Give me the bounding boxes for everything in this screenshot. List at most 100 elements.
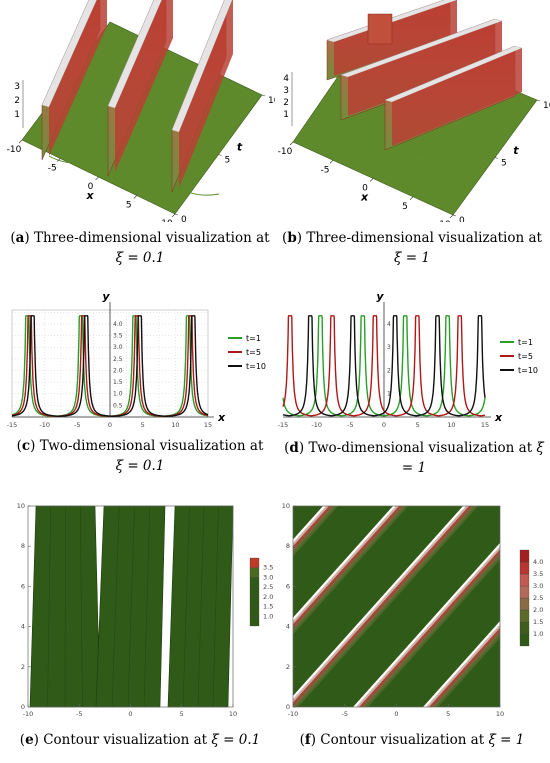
surface-ridge-top (171, 0, 233, 133)
surface-ridge-face (334, 0, 457, 76)
legend-label: t=1 (518, 338, 533, 347)
x-tick-label: -10 (288, 710, 299, 718)
y-tick-label: 6 (286, 582, 290, 590)
y-tick-label: 4.0 (113, 321, 123, 328)
colorbar-swatch (519, 609, 530, 623)
y-tick-label: 2.0 (113, 367, 123, 374)
legend-label: t=10 (246, 362, 266, 371)
colorbar-swatch (249, 567, 260, 578)
y-tick-label: 0.5 (113, 402, 123, 409)
caption-d: (d) Two-dimensional visualization at ξ =… (284, 440, 544, 476)
caption-e-text: Contour visualization at (43, 732, 208, 748)
surface-ridge-face (115, 0, 173, 172)
t-tick-label: 5 (225, 156, 231, 166)
x-tick (57, 158, 61, 162)
surface-valley (48, 155, 90, 164)
z-tick-label: 3 (14, 82, 20, 92)
x-tick-label: -15 (7, 421, 18, 429)
surface-valley (114, 171, 156, 180)
colorbar-tick-label: 2.5 (263, 583, 273, 591)
y-tick-label: 1.5 (113, 379, 123, 386)
contour-line (127, 505, 135, 708)
colorbar-tick-label: 2.0 (533, 606, 543, 614)
t-tick (536, 99, 541, 102)
series-line-t=10 (12, 315, 209, 417)
colorbar-tick-label: 3.5 (533, 570, 543, 578)
t-tick (261, 94, 266, 97)
x-tick-label: -10 (278, 147, 293, 157)
legend-label: t=10 (518, 366, 538, 375)
contour-band (365, 556, 500, 707)
y-tick-label: 4 (387, 321, 391, 328)
x-tick (449, 214, 454, 219)
caption-b-text: Three-dimensional visualization at (306, 230, 542, 246)
contour-band (295, 506, 479, 707)
contour-line (80, 505, 83, 708)
colorbar-tick-label: 3.0 (533, 582, 543, 590)
x-tick (95, 176, 99, 181)
colorbar-swatch (249, 596, 260, 607)
x-tick-label: 5 (416, 421, 420, 429)
caption-c-tag: c (21, 438, 31, 454)
surface-ridge-back (367, 13, 393, 45)
surface-ridge-face (49, 0, 107, 156)
x-tick-label: 0 (108, 421, 112, 429)
y-tick-label: 10 (282, 502, 290, 510)
caption-f-tag: f (304, 732, 311, 748)
y-tick-label: 3.5 (113, 333, 123, 340)
colorbar-swatch (249, 616, 260, 627)
x-tick-label: 0 (382, 421, 386, 429)
t-tick-label: 5 (501, 159, 507, 169)
x-tick-label: -10 (23, 710, 34, 718)
colorbar-tick-label: 1.5 (533, 618, 543, 626)
caption-c-text: Two-dimensional visualization at (39, 438, 264, 454)
colorbar-swatch (519, 597, 530, 611)
colorbar-swatch (519, 561, 530, 575)
contour-line (212, 505, 219, 708)
contour-band (426, 624, 500, 707)
y-tick-label: 0 (286, 703, 290, 711)
x-tick-label: -10 (39, 421, 50, 429)
t-tick-label: 10 (268, 96, 275, 106)
t-tick-label: 0 (459, 216, 465, 222)
legend-label: t=1 (246, 334, 261, 343)
x-tick-label: 0 (88, 182, 94, 192)
x-tick-label: 10 (439, 220, 451, 222)
x-tick (289, 141, 294, 146)
colorbar-tick-label: 2.0 (263, 593, 273, 601)
surface-valley (347, 115, 389, 124)
t-tick (174, 213, 179, 216)
caption-c-math: ξ = 0.1 (115, 458, 165, 474)
caption-d-text: Two-dimensional visualization at (308, 440, 533, 456)
caption-f-math: ξ = 1 (488, 732, 525, 748)
colorbar-tick-label: 3.0 (263, 573, 273, 581)
caption-f: (f) Contour visualization at ξ = 1 (299, 732, 525, 748)
series-line-t=1 (282, 315, 486, 417)
contour-line (143, 505, 150, 708)
z-tick-label: 1 (283, 110, 289, 120)
t-tick-label: 0 (181, 215, 187, 222)
x-axis-label: x (360, 191, 369, 204)
x-tick-label: 10 (447, 421, 455, 429)
y-tick-label: 3.0 (113, 344, 123, 351)
x-tick (18, 139, 23, 144)
colorbar-swatch (519, 621, 530, 635)
y-tick-label: 1.0 (113, 391, 123, 398)
x-tick-label: 5 (446, 710, 450, 718)
x-tick (171, 213, 176, 218)
caption-d-math: ξ = 1 (401, 440, 544, 476)
x-axis-label: x (217, 411, 226, 424)
surface-valley (178, 187, 220, 196)
y-tick-label: 2 (286, 663, 290, 671)
contour-line (111, 505, 120, 708)
surface-ridge-face (179, 0, 233, 188)
contour-line (182, 505, 190, 708)
caption-c: (c) Two-dimensional visualization at ξ =… (16, 438, 264, 474)
colorbar-tick-label: 3.5 (263, 564, 273, 572)
surface-ridge-top (41, 0, 97, 108)
contour-line (47, 505, 51, 708)
surface-ridge-top (107, 0, 162, 109)
